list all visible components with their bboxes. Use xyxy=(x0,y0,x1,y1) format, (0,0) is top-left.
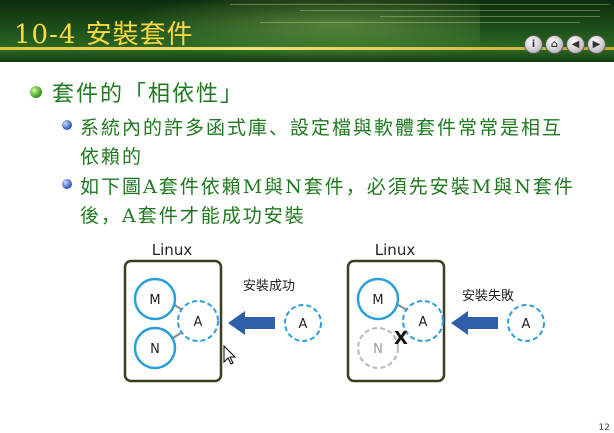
right-box-label: Linux xyxy=(375,241,416,259)
header-glow xyxy=(120,0,480,62)
green-bullet-icon xyxy=(30,86,42,98)
header-stripe xyxy=(230,4,610,5)
node-m-label: M xyxy=(372,293,383,308)
fail-x-icon: X xyxy=(394,328,408,349)
slide-header: 10-4 安裝套件 i ⌂ ◀ ▶ xyxy=(0,0,614,62)
node-m xyxy=(133,277,177,321)
success-caption: 安裝成功 xyxy=(243,279,295,294)
incoming-a-node xyxy=(284,304,322,342)
incoming-a-node xyxy=(507,304,545,342)
left-box-label: Linux xyxy=(152,241,193,259)
installed-a-node xyxy=(177,300,219,342)
header-stripe xyxy=(380,16,600,17)
node-m xyxy=(356,277,400,321)
blue-bullet-icon xyxy=(62,120,72,130)
node-n xyxy=(133,326,177,370)
dependency-diagram: Linux A M N 安裝成功 A Linux A M N X 安裝失敗 A xyxy=(123,241,545,383)
slide-title: 10-4 安裝套件 xyxy=(14,20,194,50)
node-a-label: A xyxy=(419,315,428,330)
fail-caption: 安裝失敗 xyxy=(462,289,514,304)
sub-bullet: 如下圖A套件依賴M與N套件，必須先安裝M與N套件後，A套件才能成功安裝 xyxy=(62,173,592,231)
node-n-label: N xyxy=(150,342,160,357)
main-bullet-text: 套件的「相依性」 xyxy=(52,82,245,107)
sub-bullet-text: 如下圖A套件依賴M與N套件，必須先安裝M與N套件後，A套件才能成功安裝 xyxy=(80,176,575,227)
install-arrow-icon xyxy=(228,311,275,335)
left-linux-box xyxy=(123,259,223,383)
install-arrow-icon xyxy=(451,311,498,335)
header-stripe xyxy=(300,10,600,11)
blue-bullet-icon xyxy=(62,179,72,189)
forward-arrow-icon[interactable]: ▶ xyxy=(587,35,606,54)
nav-buttons: i ⌂ ◀ ▶ xyxy=(524,35,606,54)
title-underline xyxy=(0,47,614,50)
page-number: 12 xyxy=(598,423,610,433)
node-m-label: M xyxy=(149,293,160,308)
main-bullet: 套件的「相依性」 xyxy=(30,76,244,108)
info-icon[interactable]: i xyxy=(524,35,543,54)
failed-a-node xyxy=(402,300,444,342)
home-icon[interactable]: ⌂ xyxy=(545,35,564,54)
node-n-label: N xyxy=(373,342,383,357)
incoming-a-label: A xyxy=(522,317,531,332)
sub-bullet: 系統內的許多函式庫、設定檔與軟體套件常常是相互依賴的 xyxy=(62,114,582,172)
header-stripe xyxy=(260,22,580,23)
missing-node-n xyxy=(357,327,399,369)
back-arrow-icon[interactable]: ◀ xyxy=(566,35,585,54)
sub-bullet-text: 系統內的許多函式庫、設定檔與軟體套件常常是相互依賴的 xyxy=(80,117,564,168)
node-a-label: A xyxy=(194,315,203,330)
incoming-a-label: A xyxy=(299,317,308,332)
mouse-cursor-icon xyxy=(223,344,237,365)
